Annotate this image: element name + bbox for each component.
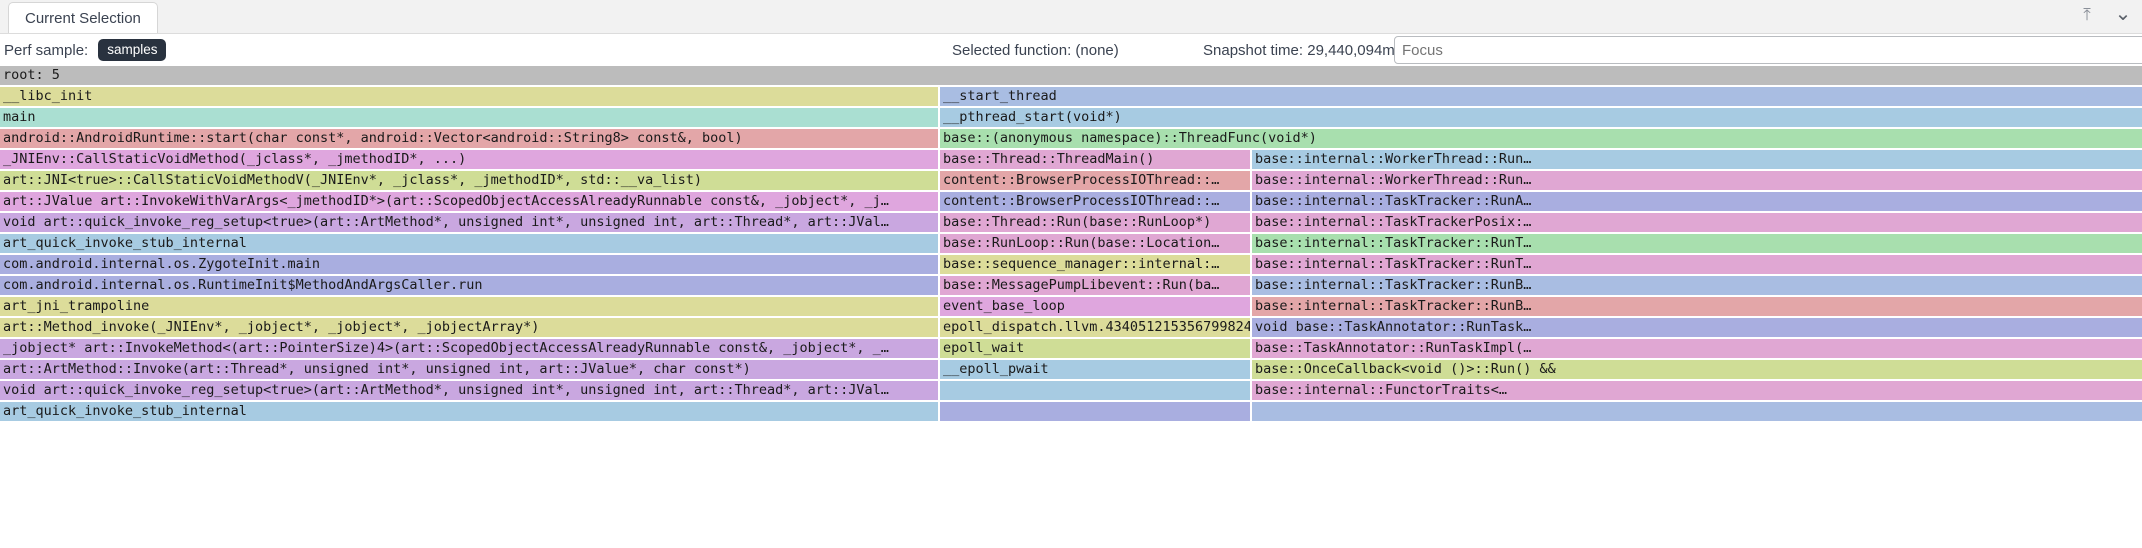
flame-frame[interactable]: base::RunLoop::Run(base::Location… (940, 234, 1250, 253)
flame-frame[interactable]: content::BrowserProcessIOThread::… (940, 192, 1250, 211)
details-toolbar: Perf sample: samples Selected function: … (0, 34, 2142, 66)
flame-frame[interactable]: art::JNI<true>::CallStaticVoidMethodV(_J… (0, 171, 938, 190)
collapse-panel-icon[interactable]: ⤒ (2083, 4, 2091, 24)
flame-frame[interactable]: base::internal::TaskTracker::RunA… (1252, 192, 2142, 211)
samples-chip[interactable]: samples (98, 39, 167, 61)
flame-frame[interactable]: base::(anonymous namespace)::ThreadFunc(… (940, 129, 2142, 148)
flame-frame[interactable]: event_base_loop (940, 297, 1250, 316)
flame-frame[interactable]: base::internal::WorkerThread::Run… (1252, 150, 2142, 169)
flame-frame[interactable] (940, 402, 1250, 421)
flame-frame[interactable]: com.android.internal.os.ZygoteInit.main (0, 255, 938, 274)
flame-frame[interactable]: base::internal::TaskTracker::RunT… (1252, 255, 2142, 274)
tab-current-selection[interactable]: Current Selection (8, 2, 158, 33)
selected-function-label: Selected function: (none) (952, 41, 1119, 59)
flame-frame[interactable]: com.android.internal.os.RuntimeInit$Meth… (0, 276, 938, 295)
snapshot-time-label: Snapshot time: 29,440,094m 59s (1203, 41, 1424, 59)
tab-strip-actions: ⤒ ⌄ (2078, 4, 2132, 24)
flame-frame[interactable]: __libc_init (0, 87, 938, 106)
flame-frame[interactable]: base::OnceCallback<void ()>::Run() && (1252, 360, 2142, 379)
flame-frame[interactable]: base::internal::TaskTrackerPosix:… (1252, 213, 2142, 232)
flame-frame[interactable]: __epoll_pwait (940, 360, 1250, 379)
flame-frame[interactable]: base::TaskAnnotator::RunTaskImpl(… (1252, 339, 2142, 358)
flame-frame[interactable]: content::BrowserProcessIOThread::… (940, 171, 1250, 190)
perf-sample-group: Perf sample: samples (0, 39, 167, 61)
tab-label: Current Selection (25, 9, 141, 27)
flame-frame[interactable]: _jobject* art::InvokeMethod<(art::Pointe… (0, 339, 938, 358)
flame-frame[interactable] (940, 381, 1250, 400)
flame-frame[interactable]: base::internal::WorkerThread::Run… (1252, 171, 2142, 190)
flame-frame[interactable]: art_quick_invoke_stub_internal (0, 402, 938, 421)
chevron-down-icon[interactable]: ⌄ (2114, 3, 2132, 25)
flame-frame[interactable]: main (0, 108, 938, 127)
flame-frame[interactable]: base::internal::FunctorTraits<… (1252, 381, 2142, 400)
flame-frame[interactable]: base::MessagePumpLibevent::Run(ba… (940, 276, 1250, 295)
flame-frame[interactable]: base::Thread::ThreadMain() (940, 150, 1250, 169)
flame-frame[interactable]: __start_thread (940, 87, 2142, 106)
flame-frame[interactable]: base::internal::TaskTracker::RunB… (1252, 276, 2142, 295)
flame-frame[interactable] (1252, 402, 2142, 421)
flame-frame[interactable]: void art::quick_invoke_reg_setup<true>(a… (0, 381, 938, 400)
flame-frame[interactable]: android::AndroidRuntime::start(char cons… (0, 129, 938, 148)
flame-frame[interactable]: art::ArtMethod::Invoke(art::Thread*, uns… (0, 360, 938, 379)
focus-input[interactable] (1394, 36, 2142, 64)
flame-frame[interactable]: _JNIEnv::CallStaticVoidMethod(_jclass*, … (0, 150, 938, 169)
flame-frame[interactable]: art::Method_invoke(_JNIEnv*, _jobject*, … (0, 318, 938, 337)
perf-sample-label: Perf sample: (4, 41, 89, 59)
flame-frame[interactable]: base::sequence_manager::internal:… (940, 255, 1250, 274)
flame-frame[interactable]: __pthread_start(void*) (940, 108, 2142, 127)
flame-frame[interactable]: base::Thread::Run(base::RunLoop*) (940, 213, 1250, 232)
flame-frame[interactable]: epoll_dispatch.llvm.434051215356799824 (940, 318, 1250, 337)
flame-frame[interactable]: void art::quick_invoke_reg_setup<true>(a… (0, 213, 938, 232)
flame-frame[interactable]: epoll_wait (940, 339, 1250, 358)
flame-frame[interactable]: base::internal::TaskTracker::RunT… (1252, 234, 2142, 253)
flame-frame[interactable]: void base::TaskAnnotator::RunTask… (1252, 318, 2142, 337)
flame-frame[interactable]: art_jni_trampoline (0, 297, 938, 316)
flame-frame[interactable]: art_quick_invoke_stub_internal (0, 234, 938, 253)
flame-frame[interactable]: root: 5 (0, 66, 2142, 85)
tab-strip: Current Selection ⤒ ⌄ (0, 0, 2142, 34)
flame-frame[interactable]: art::JValue art::InvokeWithVarArgs<_jmet… (0, 192, 938, 211)
flame-frame[interactable]: base::internal::TaskTracker::RunB… (1252, 297, 2142, 316)
